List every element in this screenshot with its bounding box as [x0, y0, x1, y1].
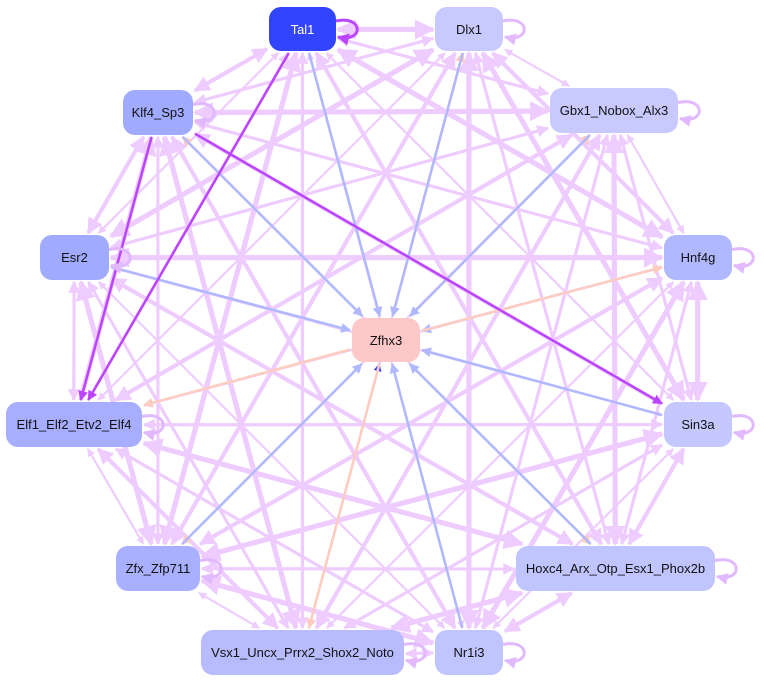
- edge-Nr1i3-to-Zfhx3: [389, 363, 464, 629]
- edge-Hnf4g-to-Gbx1_Nobox_Alx3: [626, 134, 685, 234]
- edge-Hoxc4_Arx_Otp_Esx1_Phox2b-to-Zfhx3: [408, 363, 592, 545]
- edge-Vsx1_Uncx_Prrx2_Shox2_Noto-to-Zfx_Zfp711: [198, 592, 260, 629]
- edge-Hoxc4_Arx_Otp_Esx1_Phox2b-to-Elf1_Elf2_Etv2_Elf4: [142, 438, 523, 547]
- edge-Nr1i3-to-Elf1_Elf2_Etv2_Elf4: [114, 447, 434, 634]
- node-label: Zfhx3: [369, 332, 403, 348]
- node-Esr2[interactable]: Esr2: [40, 235, 109, 280]
- self-loop-Hoxc4_Arx_Otp_Esx1_Phox2b: [714, 558, 738, 585]
- node-label: Vsx1_Uncx_Prrx2_Shox2_Noto: [211, 645, 394, 660]
- node-label: Gbx1_Nobox_Alx3: [559, 103, 669, 118]
- self-loop-Hnf4g: [731, 247, 755, 274]
- edge-Gbx1_Nobox_Alx3-to-Dlx1: [504, 48, 570, 87]
- edge-Tal1-to-Zfhx3: [307, 52, 383, 317]
- edge-Esr2-to-Gbx1_Nobox_Alx3: [110, 125, 550, 249]
- edge-Zfx_Zfp711-to-Hnf4g: [199, 276, 664, 546]
- edge-Hoxc4_Arx_Otp_Esx1_Phox2b-to-Sin3a: [627, 447, 686, 545]
- node-Sin3a[interactable]: Sin3a: [664, 402, 732, 447]
- edge-Hoxc4_Arx_Otp_Esx1_Phox2b-to-Esr2: [109, 276, 574, 546]
- node-label: Elf1_Elf2_Etv2_Elf4: [16, 417, 132, 432]
- edge-Esr2-to-Zfhx3: [110, 265, 351, 333]
- node-Vsx1_Uncx_Prrx2_Shox2_Noto[interactable]: Vsx1_Uncx_Prrx2_Shox2_Noto: [201, 630, 404, 675]
- edge-Nr1i3-to-Sin3a: [492, 448, 674, 629]
- self-loop-Dlx1: [502, 18, 526, 46]
- node-Nr1i3[interactable]: Nr1i3: [435, 630, 503, 675]
- self-loop-Esr2: [108, 247, 132, 274]
- edge-Zfx_Zfp711-to-Zfhx3: [181, 363, 363, 545]
- node-Hnf4g[interactable]: Hnf4g: [664, 235, 732, 280]
- edge-Nr1i3-to-Vsx1_Uncx_Prrx2_Shox2_Noto: [404, 647, 434, 660]
- edge-Klf4_Sp3-to-Zfhx3: [181, 136, 364, 317]
- node-Gbx1_Nobox_Alx3[interactable]: Gbx1_Nobox_Alx3: [550, 88, 678, 133]
- node-label: Nr1i3: [453, 645, 485, 660]
- self-loop-Sin3a: [731, 414, 755, 441]
- edge-Nr1i3-to-Hoxc4_Arx_Otp_Esx1_Phox2b: [504, 591, 573, 634]
- node-label: Esr2: [61, 250, 88, 265]
- self-loop-Klf4_Sp3: [192, 102, 216, 129]
- edge-Zfhx3-to-Hnf4g: [421, 264, 663, 332]
- self-loop-Elf1_Elf2_Etv2_Elf4: [141, 414, 165, 441]
- edge-Vsx1_Uncx_Prrx2_Shox2_Noto-to-Sin3a: [343, 443, 664, 630]
- node-Zfx_Zfp711[interactable]: Zfx_Zfp711: [116, 546, 200, 591]
- self-loop-Vsx1_Uncx_Prrx2_Shox2_Noto: [403, 642, 427, 669]
- edge-Klf4_Sp3-to-Tal1: [193, 47, 269, 93]
- node-label: Tal1: [290, 21, 315, 37]
- edge-Zfhx3-to-Elf1_Elf2_Etv2_Elf4: [143, 348, 351, 408]
- node-label: Hnf4g: [680, 250, 716, 265]
- edge-Sin3a-to-Zfhx3: [421, 347, 663, 417]
- node-Zfhx3[interactable]: Zfhx3: [352, 318, 420, 362]
- edge-Zfx_Zfp711-to-Elf1_Elf2_Etv2_Elf4: [87, 448, 145, 545]
- node-label: Klf4_Sp3: [131, 105, 185, 120]
- node-Klf4_Sp3[interactable]: Klf4_Sp3: [123, 90, 193, 135]
- edge-Zfhx3-to-Vsx1_Uncx_Prrx2_Shox2_Noto: [306, 363, 381, 629]
- edge-Esr2-to-Klf4_Sp3: [86, 135, 146, 234]
- self-loop-Zfx_Zfp711: [199, 558, 223, 585]
- node-Elf1_Elf2_Etv2_Elf4[interactable]: Elf1_Elf2_Etv2_Elf4: [6, 402, 142, 447]
- edge-Tal1-to-Elf1_Elf2_Etv2_Elf4: [87, 52, 290, 401]
- self-loop-Nr1i3: [502, 642, 526, 669]
- edge-Gbx1_Nobox_Alx3-to-Zfhx3: [409, 134, 591, 317]
- edge-Gbx1_Nobox_Alx3-to-Klf4_Sp3: [193, 102, 549, 123]
- self-loop-Tal1: [335, 18, 359, 46]
- edge-Elf1_Elf2_Etv2_Elf4-to-Gbx1_Nobox_Alx3: [114, 133, 573, 402]
- node-Tal1[interactable]: Tal1: [269, 7, 336, 51]
- edge-Hoxc4_Arx_Otp_Esx1_Phox2b-to-Tal1: [314, 51, 603, 546]
- self-loop-Gbx1_Nobox_Alx3: [677, 100, 701, 127]
- edge-Klf4_Sp3-to-Sin3a: [194, 132, 663, 405]
- node-Hoxc4_Arx_Otp_Esx1_Phox2b[interactable]: Hoxc4_Arx_Otp_Esx1_Phox2b: [516, 546, 715, 591]
- node-label: Dlx1: [455, 21, 482, 37]
- node-label: Zfx_Zfp711: [125, 561, 191, 576]
- edge-Nr1i3-to-Klf4_Sp3: [170, 135, 457, 629]
- edge-Dlx1-to-Zfhx3: [390, 52, 464, 317]
- node-label: Hoxc4_Arx_Otp_Esx1_Phox2b: [525, 561, 706, 576]
- node-Dlx1[interactable]: Dlx1: [435, 7, 503, 51]
- node-label: Sin3a: [681, 417, 715, 432]
